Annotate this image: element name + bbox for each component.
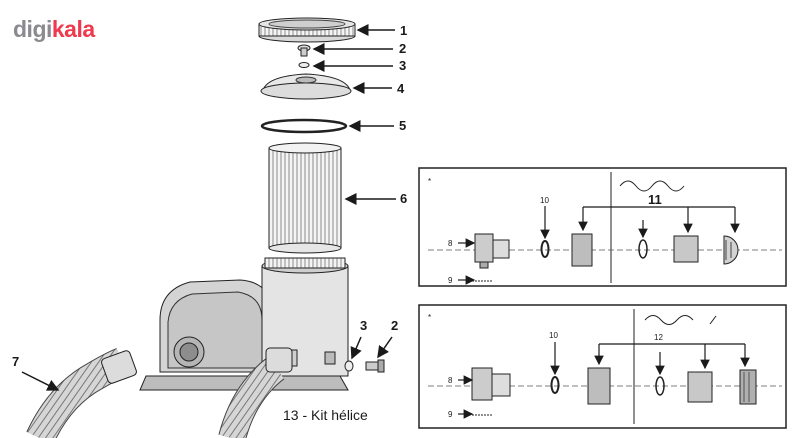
o-ring xyxy=(260,118,348,134)
small-washer xyxy=(298,62,310,68)
inset-bottom-label-12: 12 xyxy=(654,333,663,342)
filter-cartridge xyxy=(268,142,342,254)
callout-pump-2: 2 xyxy=(391,318,398,333)
pump-washer xyxy=(344,360,354,372)
brand-logo-part1: digi xyxy=(13,16,52,42)
inset-bottom-label-10: 10 xyxy=(549,331,558,340)
inset-top-label-8: 8 xyxy=(448,239,453,248)
lock-ring xyxy=(258,17,356,43)
pump-screw xyxy=(365,359,385,373)
air-release-screw xyxy=(297,44,311,57)
filter-cover xyxy=(260,73,352,100)
hose-left xyxy=(26,348,137,438)
callout-4: 4 xyxy=(397,81,405,96)
caption-impeller-kit: 13 - Kit hélice xyxy=(283,407,368,423)
pump-body xyxy=(139,257,349,391)
callout-5: 5 xyxy=(399,118,406,133)
inset-bottom: * 8 9 10 12 xyxy=(418,304,787,429)
inset-top-marker: * xyxy=(428,177,431,186)
callout-3: 3 xyxy=(399,58,406,73)
callout-2: 2 xyxy=(399,41,406,56)
inset-bottom-label-8: 8 xyxy=(448,376,453,385)
brand-logo: digikala xyxy=(13,16,95,43)
inset-bottom-marker: * xyxy=(428,313,431,322)
inset-top: * 8 9 10 11 xyxy=(418,167,787,287)
brand-logo-part2: kala xyxy=(51,16,95,42)
callout-pump-3: 3 xyxy=(360,318,367,333)
main-callout-arrows xyxy=(21,24,396,391)
inset-top-label-11: 11 xyxy=(648,192,662,207)
callout-1: 1 xyxy=(400,23,407,38)
inset-bottom-label-9: 9 xyxy=(448,410,453,419)
inset-top-label-9: 9 xyxy=(448,276,453,285)
callout-6: 6 xyxy=(400,191,407,206)
hose-right xyxy=(218,347,293,438)
inset-top-label-10: 10 xyxy=(540,196,549,205)
callout-7: 7 xyxy=(12,354,19,369)
